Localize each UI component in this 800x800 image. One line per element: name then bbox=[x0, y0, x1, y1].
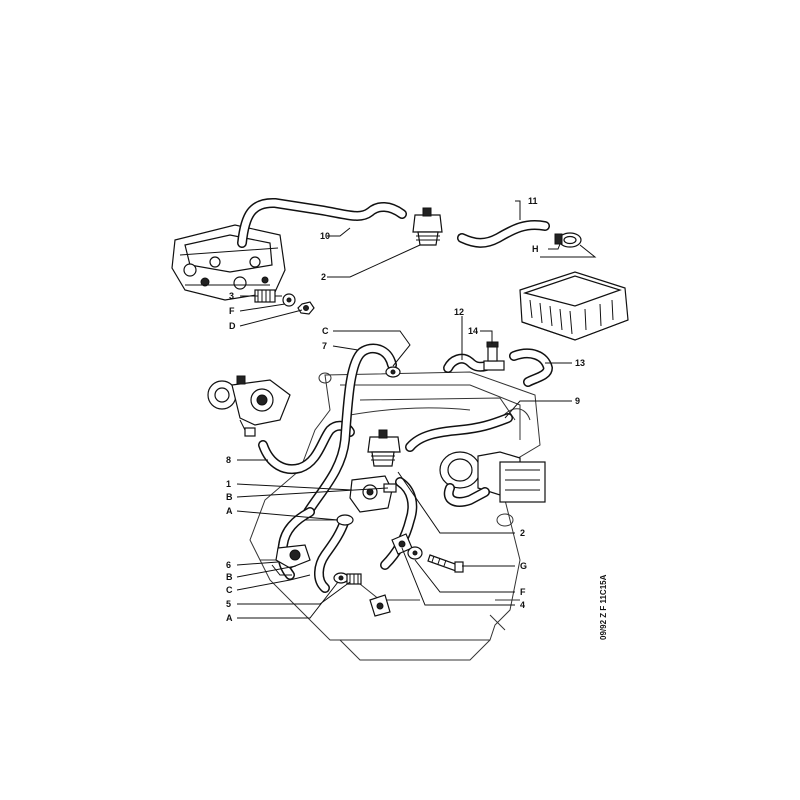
label-1: 1 bbox=[226, 479, 231, 489]
label-F-upper: F bbox=[229, 306, 235, 316]
label-13: 13 bbox=[575, 358, 585, 368]
washer-F-upper bbox=[282, 293, 296, 307]
label-4: 4 bbox=[520, 600, 525, 610]
label-3: 3 bbox=[229, 291, 234, 301]
label-6: 6 bbox=[226, 560, 231, 570]
label-G: G bbox=[520, 561, 527, 571]
label-F-lower: F bbox=[520, 587, 526, 597]
washer-F-lower bbox=[407, 546, 423, 560]
label-12: 12 bbox=[454, 307, 464, 317]
label-A-lower: A bbox=[226, 613, 233, 623]
hose-7 bbox=[303, 343, 397, 517]
label-2-lower: 2 bbox=[520, 528, 525, 538]
union-5 bbox=[346, 573, 362, 585]
label-10: 10 bbox=[320, 231, 330, 241]
label-5: 5 bbox=[226, 599, 231, 609]
tee-14 bbox=[483, 341, 505, 371]
label-14: 14 bbox=[468, 326, 478, 336]
label-9: 9 bbox=[575, 396, 580, 406]
hose-8 bbox=[258, 420, 355, 474]
lower-hoses bbox=[277, 477, 418, 593]
label-7: 7 bbox=[322, 341, 327, 351]
bolt-G bbox=[427, 554, 464, 573]
clip-H bbox=[554, 232, 582, 248]
label-C-upper: C bbox=[322, 326, 329, 336]
callout-labels: 10 2 3 F D 11 H C 7 12 14 13 9 8 1 B A 6… bbox=[226, 196, 585, 623]
label-D: D bbox=[229, 321, 236, 331]
valve-2-upper bbox=[412, 207, 443, 246]
label-B-lower: B bbox=[226, 572, 233, 582]
air-filter-box bbox=[519, 271, 629, 341]
hose-12 bbox=[443, 353, 491, 373]
leader-lines bbox=[236, 200, 597, 619]
valve-cover-housing bbox=[171, 224, 286, 301]
clip-C-upper bbox=[385, 366, 401, 378]
label-B-upper: B bbox=[226, 492, 233, 502]
hose-9 bbox=[405, 413, 513, 452]
clip-A-upper bbox=[336, 514, 354, 526]
label-2-upper: 2 bbox=[321, 272, 326, 282]
label-A-upper: A bbox=[226, 506, 233, 516]
throttle-body bbox=[207, 375, 291, 437]
nut-D bbox=[297, 301, 315, 315]
hose-10 bbox=[237, 197, 407, 248]
label-H: H bbox=[532, 244, 539, 254]
label-11: 11 bbox=[528, 196, 538, 206]
stud-3 bbox=[254, 289, 282, 303]
lower-bracket bbox=[369, 594, 391, 617]
connector-6 bbox=[271, 544, 311, 576]
label-8: 8 bbox=[226, 455, 231, 465]
hose-11 bbox=[457, 220, 550, 248]
valve-2-lower bbox=[367, 429, 401, 467]
intake-housing bbox=[439, 451, 546, 507]
clip-A-lower bbox=[333, 572, 349, 584]
valve-block-1 bbox=[349, 475, 397, 513]
hose-13 bbox=[509, 348, 553, 387]
reference-code: 09/92 Z F 11C15A bbox=[599, 574, 608, 640]
label-C-lower: C bbox=[226, 585, 233, 595]
